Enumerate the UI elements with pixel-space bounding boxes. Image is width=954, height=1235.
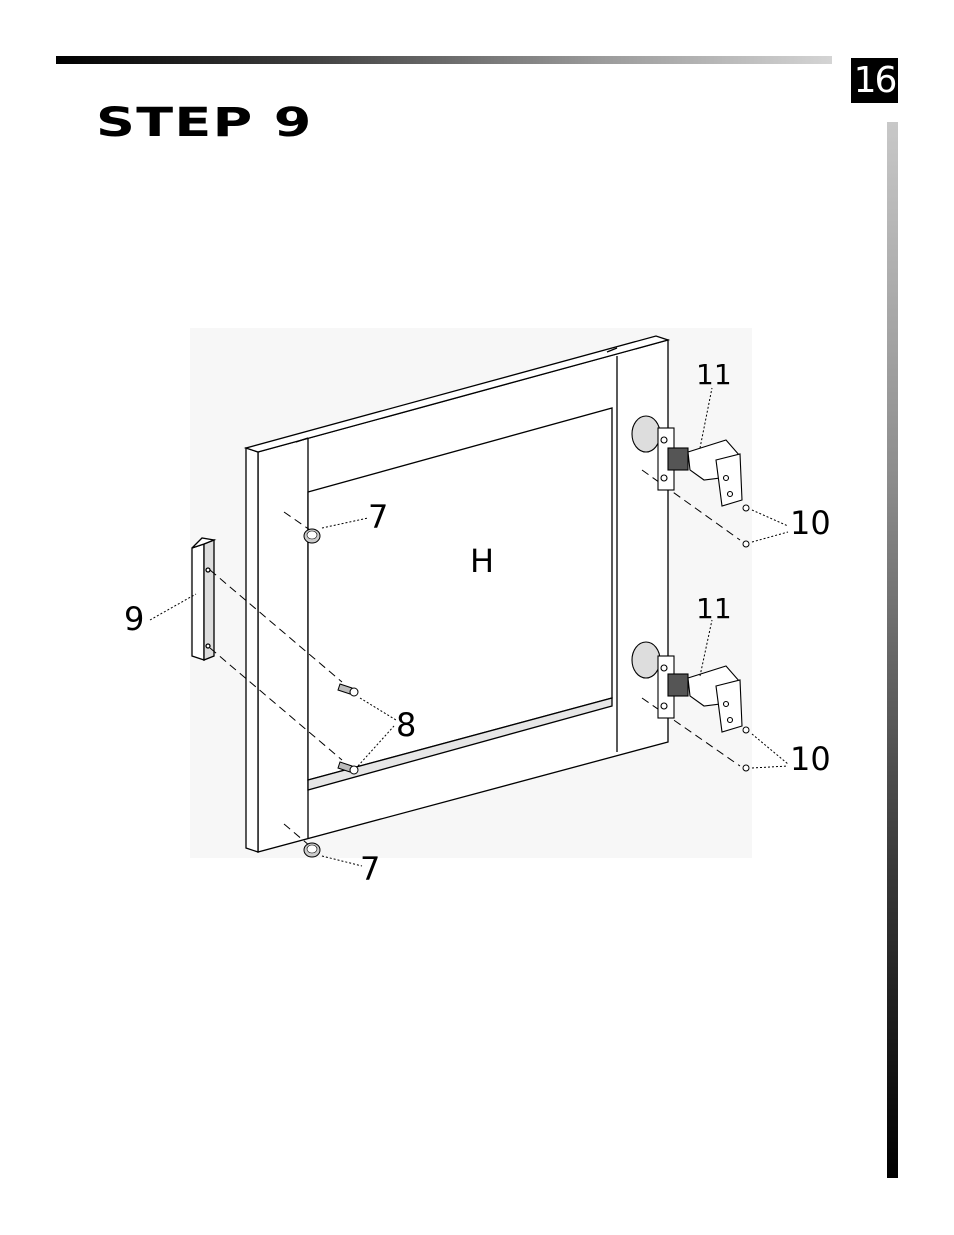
handle-leader xyxy=(150,594,196,620)
hinge-screws-bottom-leader-1 xyxy=(752,734,788,764)
handle-label: 9 xyxy=(124,600,144,638)
hinge-screws-top-leader-1 xyxy=(752,510,788,526)
hinge-screws-bottom-leader-2 xyxy=(752,766,788,768)
bumper-bottom xyxy=(304,843,320,857)
hinge-screws-top-leader-2 xyxy=(752,532,788,542)
bumper-bottom-label: 7 xyxy=(360,850,380,888)
bumper-top xyxy=(304,529,320,543)
handle-part xyxy=(192,538,214,660)
panel-label: H xyxy=(470,542,494,580)
screws-label: 8 xyxy=(396,706,416,744)
hinge-screws-top-label: 10 xyxy=(790,504,831,542)
bumper-top-label: 7 xyxy=(368,498,388,536)
hinge-screws-bottom-label: 10 xyxy=(790,740,831,778)
hinge-bottom-label: 11 xyxy=(696,592,732,625)
hinge-top-label: 11 xyxy=(696,358,732,391)
